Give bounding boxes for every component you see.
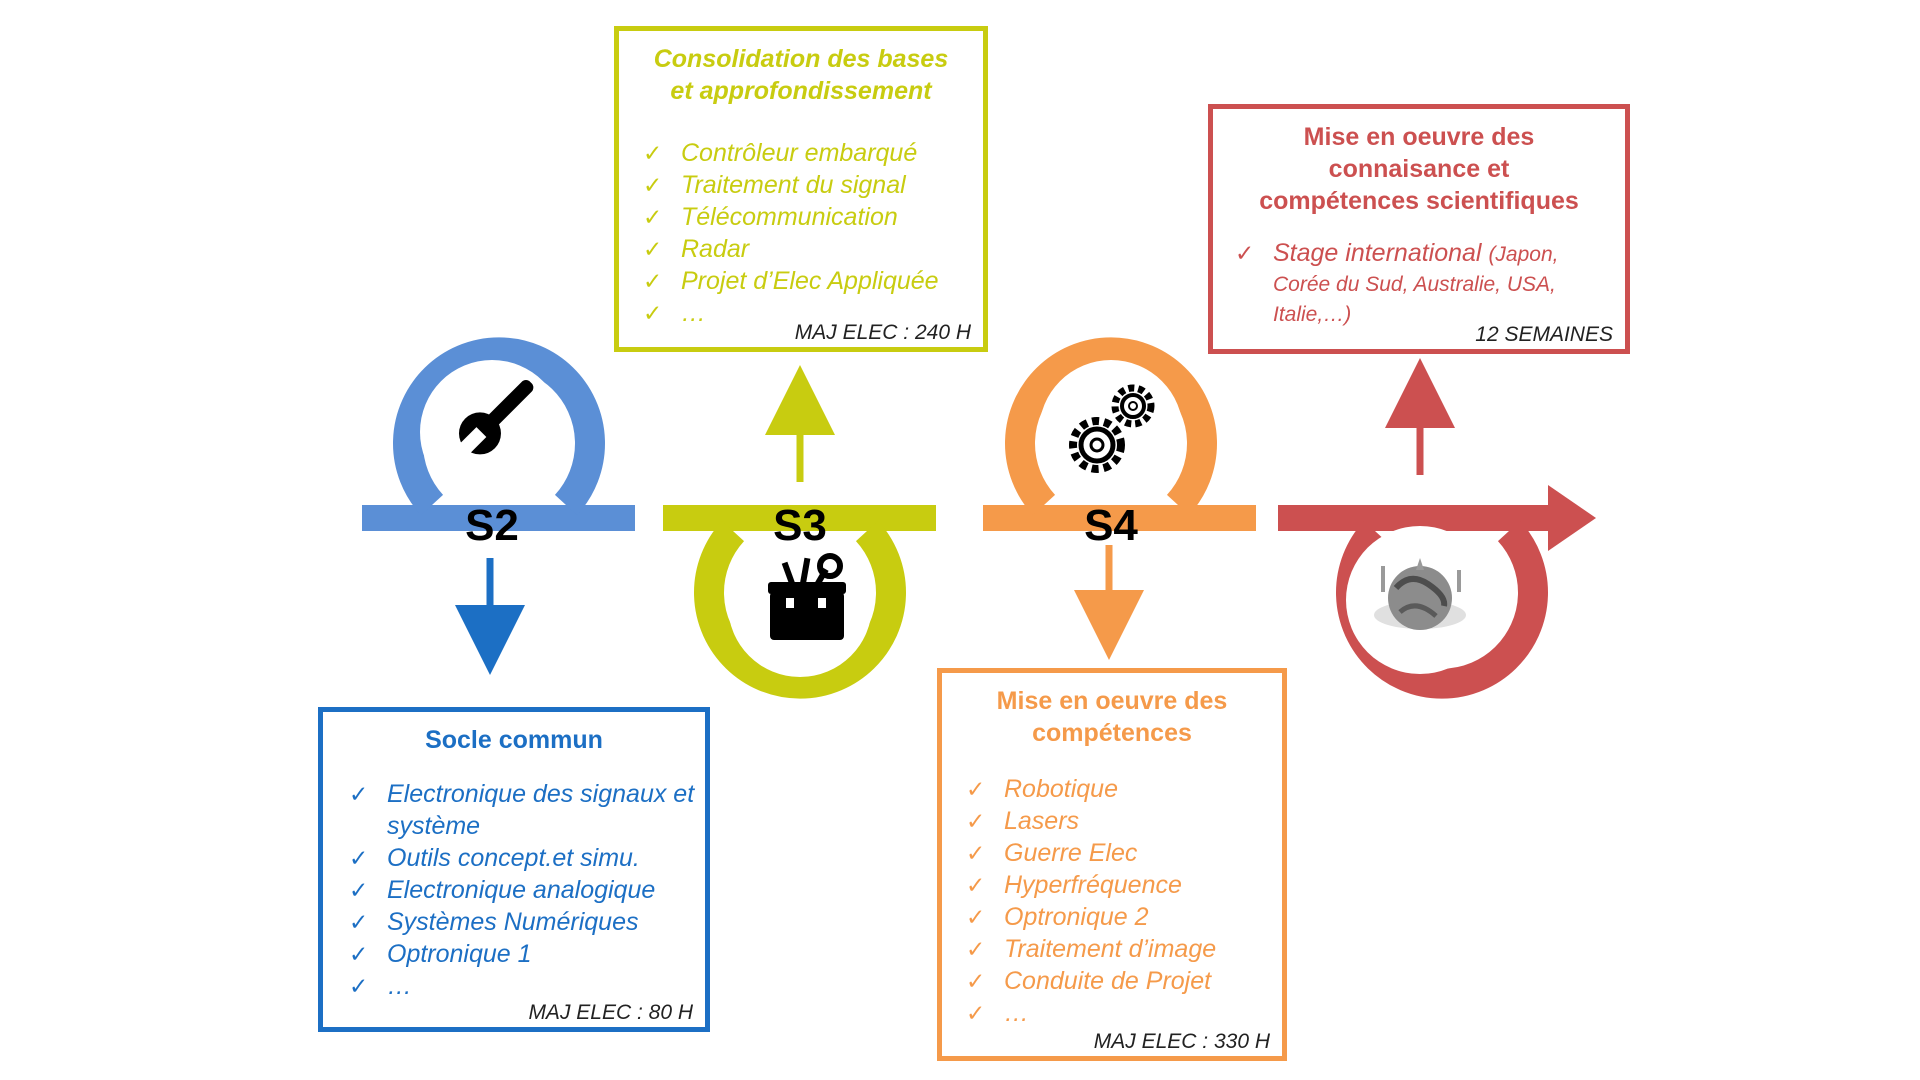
list-item: Projet d’Elec Appliquée	[643, 265, 973, 297]
list-item: Hyperfréquence	[966, 869, 1272, 901]
box-socle-title: Socle commun	[425, 726, 603, 754]
stage-international-label: Stage international	[1273, 239, 1482, 267]
box-competences-title: Mise en oeuvre des compétences	[950, 685, 1274, 749]
box-scientifiques-title-line: Mise en oeuvre des	[1303, 123, 1535, 151]
list-item: Guerre Elec	[966, 837, 1272, 869]
box-competences: Mise en oeuvre des compétences Robotique…	[937, 668, 1287, 1061]
list-item: Outils concept.et simu.	[349, 842, 695, 874]
box-consolidation: Consolidation des bases et approfondisse…	[614, 26, 988, 352]
box-scientifiques: Mise en oeuvre des connaisance et compét…	[1208, 104, 1630, 354]
box-consolidation-title-line: Consolidation des bases	[653, 45, 949, 73]
box-scientifiques-list: Stage international (Japon, Corée du Sud…	[1235, 239, 1611, 329]
globe-icon	[1374, 558, 1466, 630]
semester-label-s2: S2	[465, 501, 519, 550]
box-consolidation-list: Contrôleur embarqué Traitement du signal…	[643, 137, 973, 329]
timeline-arrowhead	[1548, 485, 1596, 551]
s4-ring	[1005, 337, 1217, 516]
list-item: Electronique des signaux et système	[349, 778, 695, 842]
list-item: Systèmes Numériques	[349, 906, 695, 938]
box-competences-footer: MAJ ELEC : 330 H	[1093, 1030, 1270, 1053]
list-item: Télécommunication	[643, 201, 973, 233]
list-item: …	[349, 970, 695, 1002]
list-item: Radar	[643, 233, 973, 265]
box-consolidation-title-line: et approfondissement	[670, 77, 932, 105]
toolbox-icon	[768, 553, 846, 640]
list-item: …	[643, 297, 973, 329]
s3-bar	[663, 505, 936, 531]
box-consolidation-title: Consolidation des bases et approfondisse…	[627, 43, 975, 107]
list-item: Robotique	[966, 773, 1272, 805]
s3-ring	[694, 520, 906, 699]
box-scientifiques-title-line: compétences scientifiques	[1259, 187, 1579, 215]
segment-s5	[1278, 485, 1596, 699]
semester-label-s3: S3	[773, 501, 827, 550]
list-item: Conduite de Projet	[966, 965, 1272, 997]
box-consolidation-footer: MAJ ELEC : 240 H	[794, 321, 971, 344]
list-item: Optronique 1	[349, 938, 695, 970]
list-item: Lasers	[966, 805, 1272, 837]
stage-international-countries: (Japon, Corée du Sud, Australie, USA, It…	[1273, 243, 1559, 326]
wrench-icon	[458, 380, 534, 455]
list-item: Traitement du signal	[643, 169, 973, 201]
segment-s2: S2	[362, 337, 635, 550]
gears-icon	[1069, 384, 1155, 473]
s2-bar	[362, 505, 635, 531]
box-socle-list: Electronique des signaux et système Outi…	[349, 778, 695, 1002]
box-scientifiques-footer: 12 SEMAINES	[1475, 323, 1613, 346]
box-competences-title-line: compétences	[1032, 719, 1192, 747]
list-item: Traitement d’image	[966, 933, 1272, 965]
list-item: Contrôleur embarqué	[643, 137, 973, 169]
list-item: Stage international (Japon, Corée du Sud…	[1235, 239, 1611, 329]
box-scientifiques-title-line: connaisance et	[1328, 155, 1510, 183]
semester-label-s4: S4	[1084, 501, 1138, 550]
box-competences-title-line: Mise en oeuvre des	[996, 687, 1228, 715]
box-socle-commun: Socle commun Electronique des signaux et…	[318, 707, 710, 1032]
box-scientifiques-title: Mise en oeuvre des connaisance et compét…	[1221, 121, 1617, 217]
box-socle-footer: MAJ ELEC : 80 H	[528, 1001, 693, 1024]
box-competences-list: Robotique Lasers Guerre Elec Hyperfréque…	[966, 773, 1272, 1029]
segment-s4: S4	[983, 337, 1256, 550]
segment-s3: S3	[663, 501, 936, 699]
list-item: …	[966, 997, 1272, 1029]
s2-ring	[393, 337, 605, 516]
list-item: Electronique analogique	[349, 874, 695, 906]
list-item: Optronique 2	[966, 901, 1272, 933]
